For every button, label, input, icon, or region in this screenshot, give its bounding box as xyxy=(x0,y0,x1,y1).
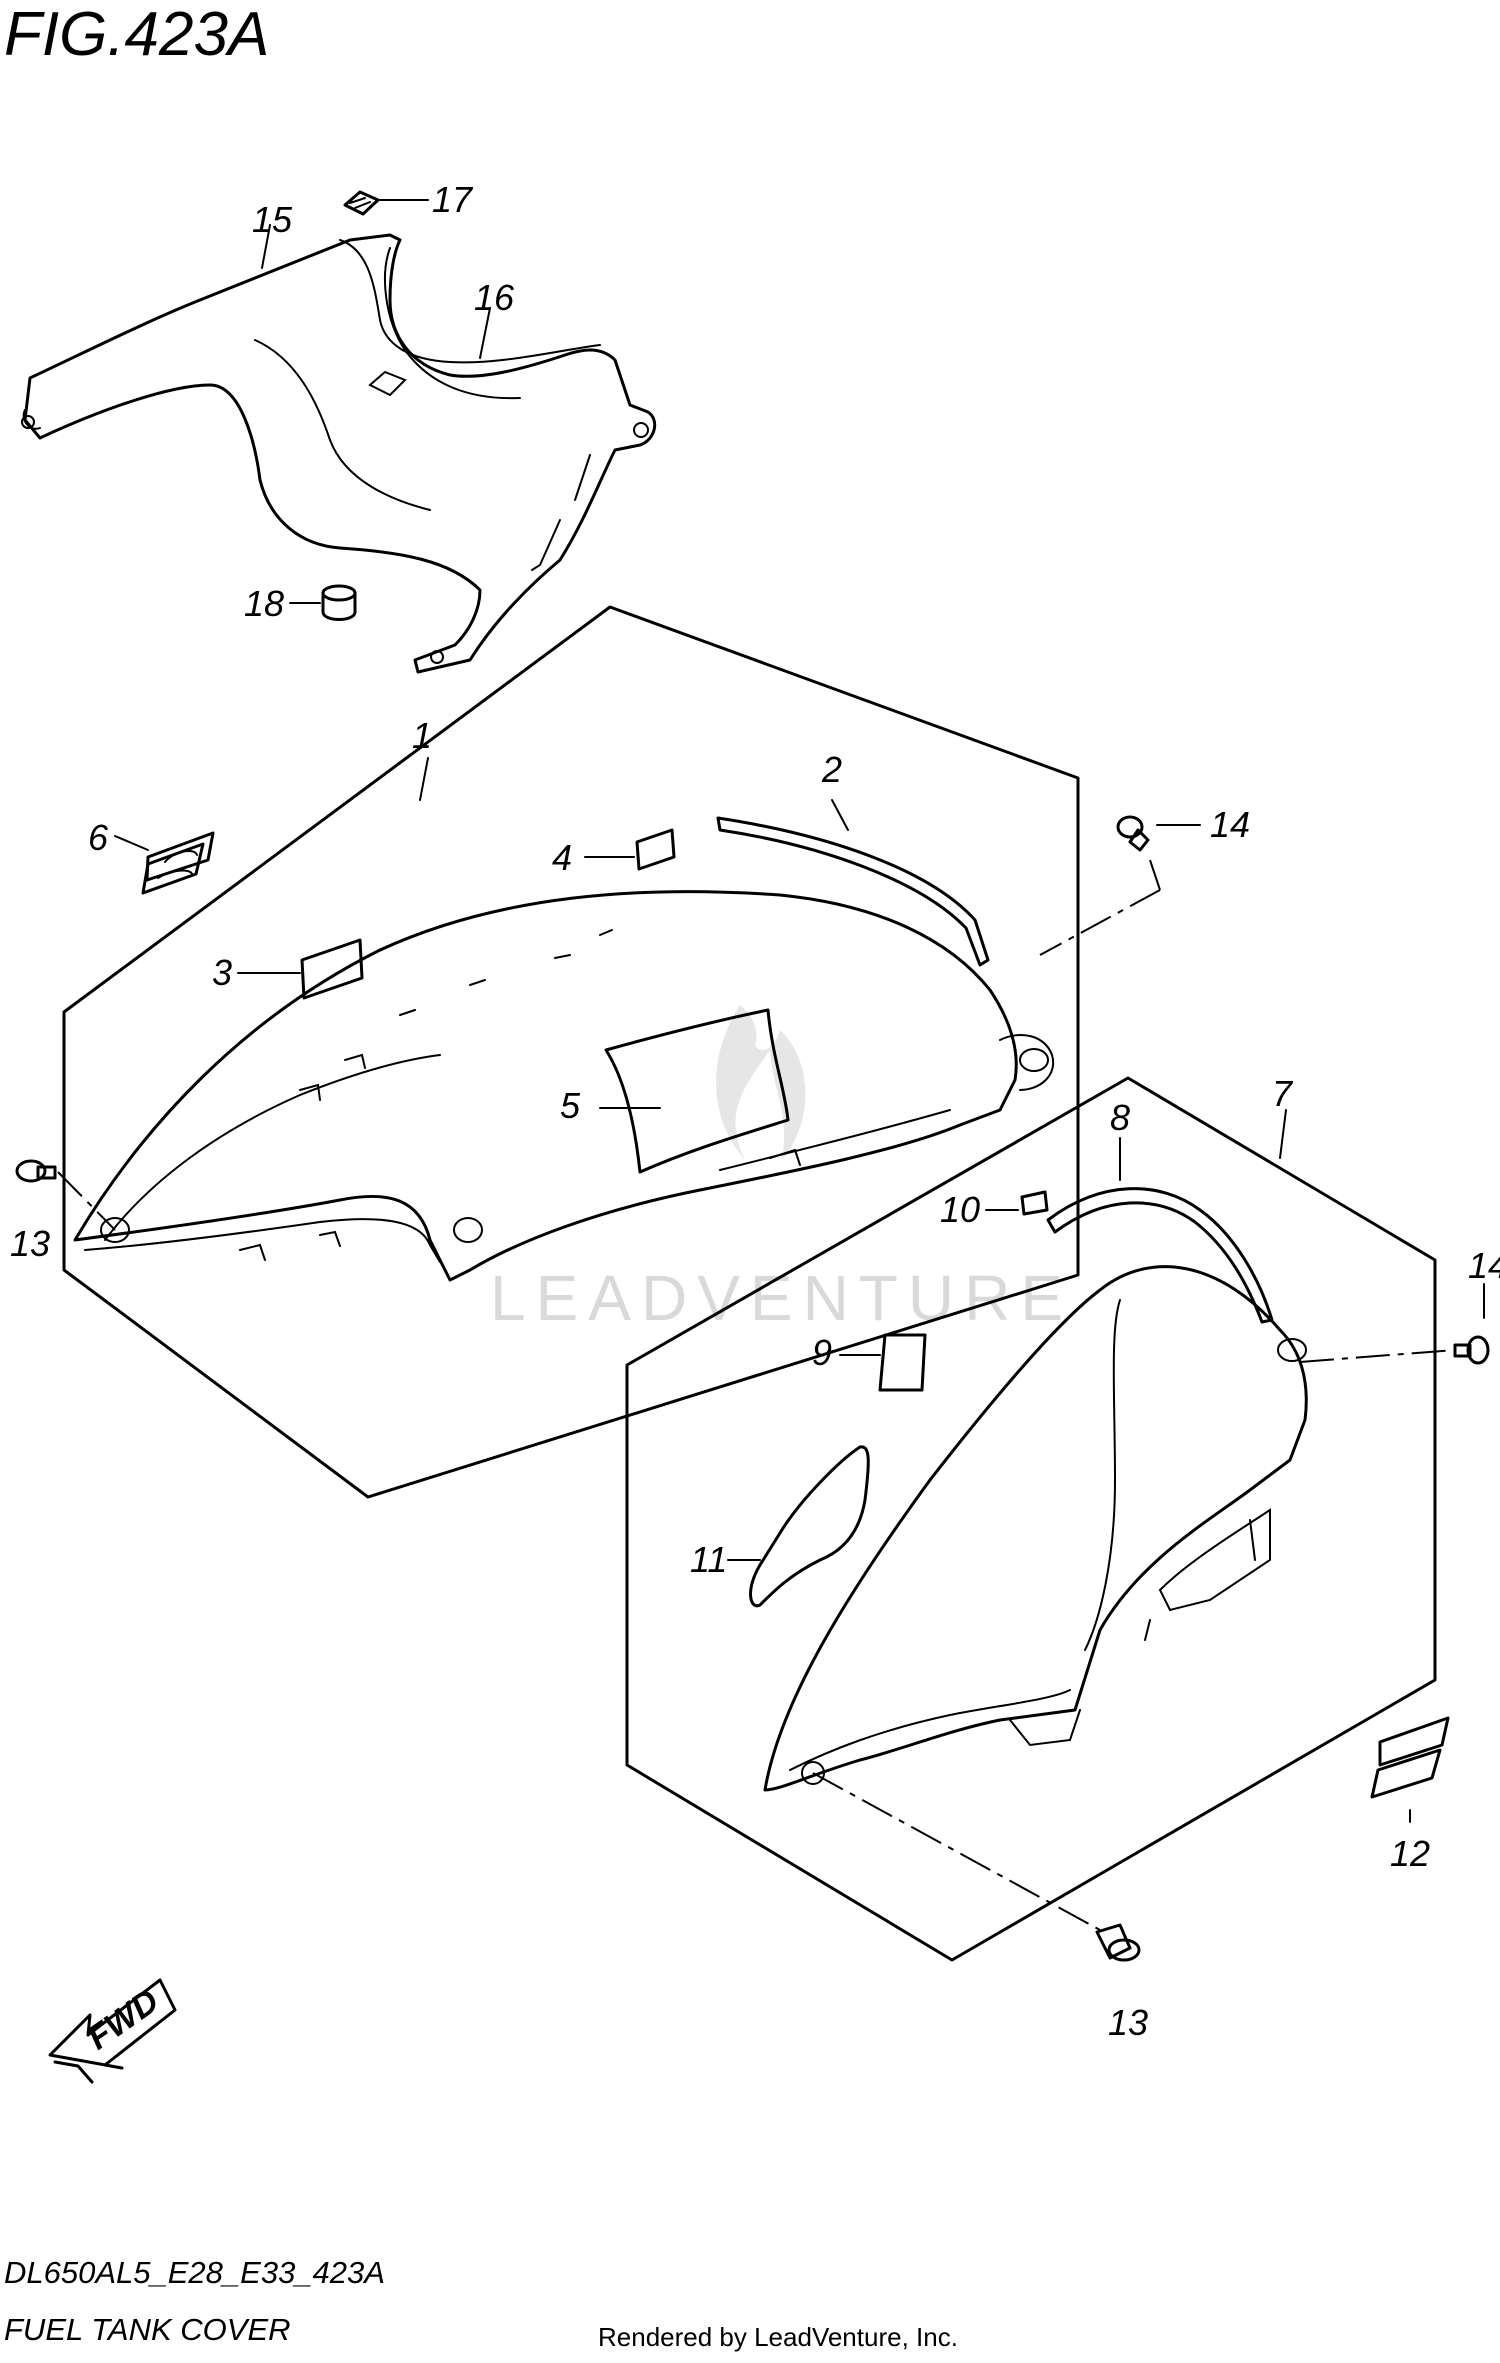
model-code: DL650AL5_E28_E33_423A xyxy=(4,2255,385,2290)
part-11-sheet xyxy=(749,1445,870,1608)
callout-6: 6 xyxy=(88,817,109,858)
part-6-emblem xyxy=(141,831,215,895)
part-12-emblem xyxy=(1370,1716,1450,1799)
callout-1: 1 xyxy=(412,715,432,756)
part-3-pad xyxy=(300,938,364,1000)
fwd-arrow-icon: FWD xyxy=(48,1978,177,2084)
part-18-grommet xyxy=(321,584,357,621)
part-15-upper-cover xyxy=(21,233,657,674)
figure-title: FIG.423A xyxy=(4,0,269,69)
callout-3: 3 xyxy=(212,952,232,993)
callout-16: 16 xyxy=(474,277,515,318)
figure-name: FUEL TANK COVER xyxy=(4,2312,291,2347)
part-9-pad xyxy=(878,1333,927,1392)
callout-10: 10 xyxy=(940,1189,980,1230)
part-7-right-tank-cover xyxy=(763,1265,1308,1792)
callout-7: 7 xyxy=(1272,1073,1294,1114)
part-1-left-tank-cover xyxy=(73,890,1055,1282)
fwd-label: FWD xyxy=(81,1982,166,2058)
part-13-left-bolt xyxy=(15,1159,57,1183)
callout-12: 12 xyxy=(1390,1833,1430,1874)
callout-5: 5 xyxy=(560,1085,581,1126)
part-7-kit-box xyxy=(625,1076,1437,1962)
callout-13-bottom: 13 xyxy=(1108,2002,1148,2043)
callout-18: 18 xyxy=(244,583,284,624)
callout-9: 9 xyxy=(812,1332,832,1373)
callout-15: 15 xyxy=(252,199,293,240)
part-14-top-screw xyxy=(1116,815,1150,852)
callout-2: 2 xyxy=(821,749,842,790)
callout-17: 17 xyxy=(432,179,474,220)
watermark: LEADVENTURE xyxy=(490,1005,1073,1334)
callout-11: 11 xyxy=(690,1539,727,1580)
callout-8: 8 xyxy=(1110,1097,1130,1138)
part-4-pad xyxy=(635,828,676,871)
part-2-strip xyxy=(716,816,990,967)
part-17-clip xyxy=(343,190,380,216)
callout-14-top: 14 xyxy=(1210,804,1250,845)
callout-14-right: 14 xyxy=(1468,1245,1500,1286)
part-14-right-screw xyxy=(1453,1335,1490,1365)
part-1-kit-box xyxy=(62,605,1080,1499)
part-13-bottom-bolt xyxy=(1095,1923,1141,1962)
render-credit: Rendered by LeadVenture, Inc. xyxy=(598,2322,958,2352)
watermark-text: LEADVENTURE xyxy=(490,1262,1073,1334)
part-8-strip xyxy=(1046,1187,1274,1324)
callout-4: 4 xyxy=(552,837,572,878)
callout-13-left: 13 xyxy=(10,1223,50,1264)
part-5-sheet xyxy=(604,1008,790,1174)
part-10-clip xyxy=(1020,1190,1049,1216)
